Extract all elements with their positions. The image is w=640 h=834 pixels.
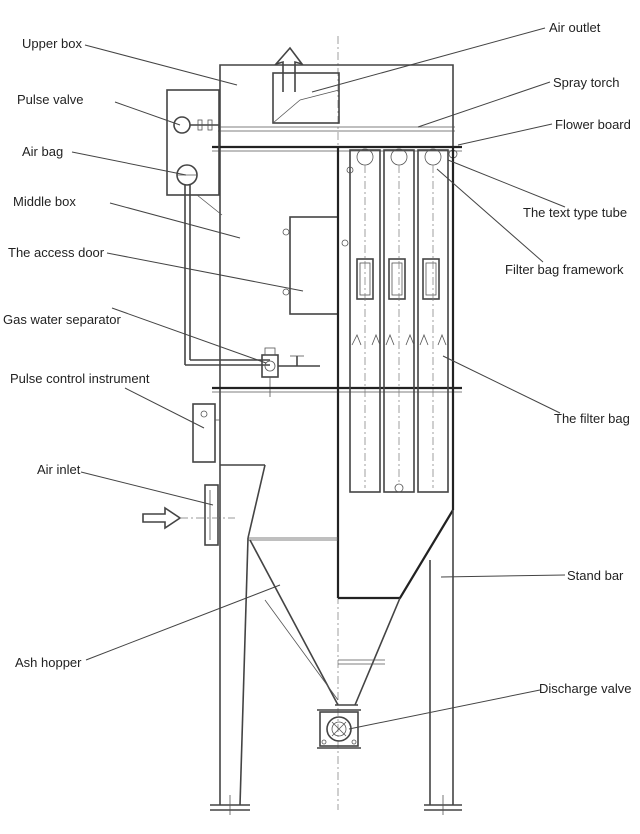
label-access-door: The access door — [8, 245, 105, 260]
label-middle-box: Middle box — [13, 194, 76, 209]
filter-bag-1 — [349, 148, 381, 493]
pulse-control-instrument — [192, 403, 220, 463]
label-ash-hopper: Ash hopper — [15, 655, 82, 670]
label-stand-bar: Stand bar — [567, 568, 624, 583]
label-upper-box: Upper box — [22, 36, 82, 51]
leader-lines — [71, 27, 566, 730]
filter-bag-3 — [417, 148, 449, 493]
label-pulse-valve: Pulse valve — [17, 92, 84, 107]
label-spray-torch: Spray torch — [553, 75, 620, 90]
access-door — [282, 216, 339, 315]
inlet-arrow-icon — [142, 506, 182, 530]
label-filter-bag-framework: Filter bag framework — [505, 262, 624, 277]
lower-body — [220, 464, 454, 541]
upper-box — [218, 64, 455, 465]
label-gas-water-separator: Gas water separator — [3, 312, 121, 327]
label-flower-board: Flower board — [555, 117, 631, 132]
pulse-valve-assembly — [166, 89, 270, 366]
bag-chamber — [336, 148, 455, 600]
ash-hopper — [249, 539, 401, 706]
air-outlet-duct — [272, 46, 340, 124]
label-air-outlet: Air outlet — [549, 20, 601, 35]
label-discharge-valve: Discharge valve — [539, 681, 632, 696]
label-air-inlet: Air inlet — [37, 462, 81, 477]
discharge-valve — [317, 709, 361, 749]
gas-water-separator — [261, 347, 320, 397]
label-pulse-control-instrument: Pulse control instrument — [10, 371, 150, 386]
filter-bag-2 — [383, 148, 415, 493]
label-air-bag: Air bag — [22, 144, 64, 159]
stand-bars — [210, 465, 462, 815]
label-filter-bag: The filter bag — [554, 411, 630, 426]
label-text-type-tube: The text type tube — [523, 205, 628, 220]
outlet-arrow-icon — [273, 46, 305, 92]
air-inlet — [142, 484, 235, 546]
